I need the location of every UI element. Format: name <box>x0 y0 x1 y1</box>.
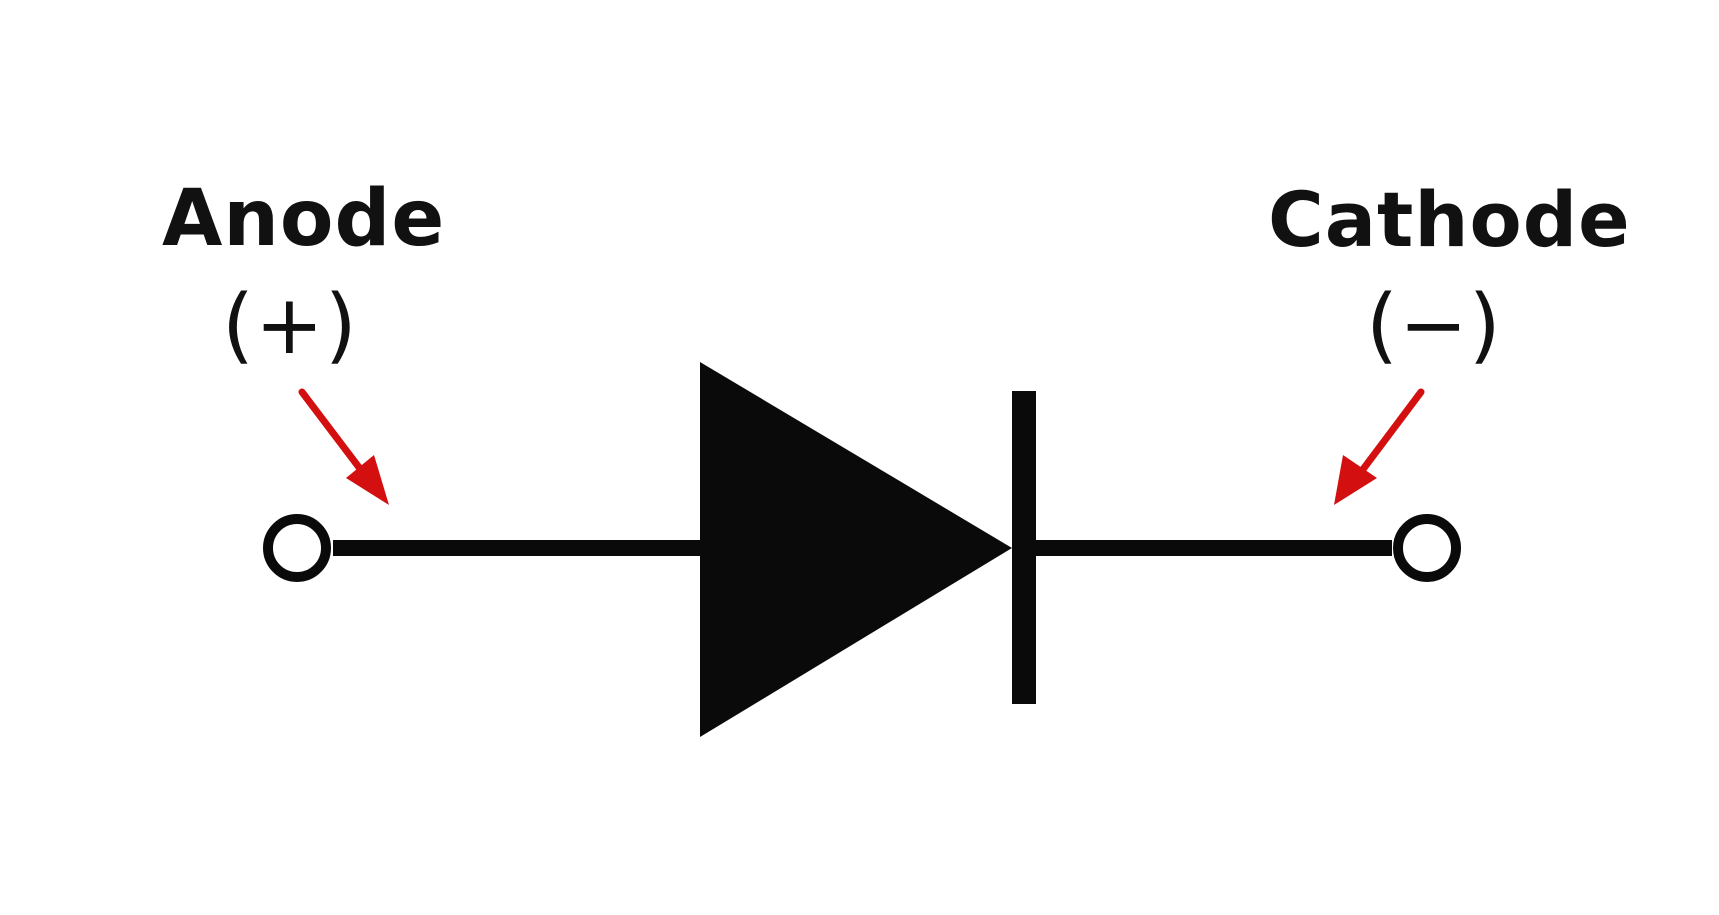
cathode-arrow-icon <box>1334 388 1425 505</box>
anode-terminal-icon <box>263 514 331 582</box>
cathode-label: Cathode <box>1268 175 1631 264</box>
anode-label: Anode <box>162 174 446 264</box>
diode-triangle-icon <box>700 362 1012 737</box>
cathode-polarity: (−) <box>1366 278 1502 373</box>
cathode-terminal-icon <box>1393 514 1461 582</box>
anode-polarity: (+) <box>222 278 358 373</box>
diode-cathode-bar <box>1012 391 1036 704</box>
anode-arrow-icon <box>298 388 389 505</box>
